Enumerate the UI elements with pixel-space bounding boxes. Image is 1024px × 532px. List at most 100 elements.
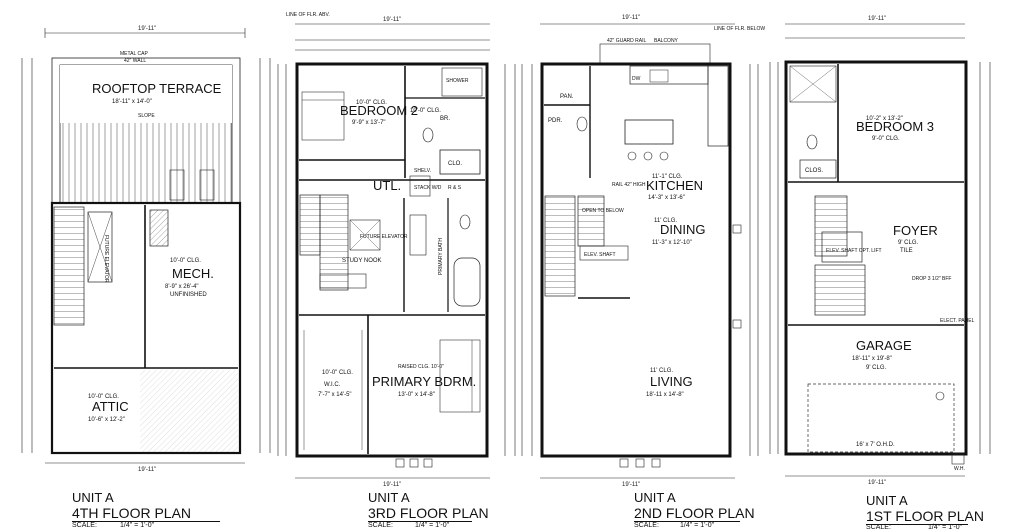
room-wic: W.I.C. [324, 382, 341, 388]
svg-text:10'-0" CLG.: 10'-0" CLG. [410, 108, 441, 114]
room-dining: DINING [660, 222, 706, 237]
room-elev-shaft: ELEV. SHAFT [584, 252, 616, 258]
plan-2nd-floor: 19'-11" LINE OF FLR. BELOW 42" GUARD RAI… [521, 15, 765, 488]
title-plan-1st: 1ST FLOOR PLAN [866, 508, 985, 524]
title-underline-4th [72, 521, 220, 522]
svg-text:9'-9" x 13'-7": 9'-9" x 13'-7" [352, 120, 386, 126]
scale-value-2nd: 1/4" = 1'-0" [680, 522, 715, 529]
svg-text:FUTURE ELEVATOR: FUTURE ELEVATOR [103, 235, 109, 283]
svg-text:13'-0" x 14'-8": 13'-0" x 14'-8" [398, 392, 435, 398]
svg-text:19'-11": 19'-11" [383, 482, 401, 488]
svg-text:SHELV.: SHELV. [414, 168, 431, 174]
svg-text:ELEV. SHAFT OPT. LIFT: ELEV. SHAFT OPT. LIFT [826, 248, 882, 254]
svg-text:19'-11": 19'-11" [622, 482, 640, 488]
room-clo: CLO. [448, 161, 462, 167]
svg-text:19'-11": 19'-11" [138, 467, 156, 473]
overall-width-dim: 19'-11" [138, 26, 156, 32]
svg-text:10'-0" CLG.: 10'-0" CLG. [356, 100, 387, 106]
room-br: BR. [440, 116, 450, 122]
room-foyer: FOYER [893, 223, 938, 238]
svg-text:FUTURE ELEVATOR: FUTURE ELEVATOR [360, 234, 408, 240]
svg-text:LINE OF FLR. ABV.: LINE OF FLR. ABV. [286, 12, 330, 18]
svg-text:19'-11": 19'-11" [868, 16, 886, 22]
scale-label-1st: SCALE: [866, 524, 891, 531]
svg-text:19'-11": 19'-11" [383, 17, 401, 23]
svg-text:9'-0" CLG.: 9'-0" CLG. [872, 136, 900, 142]
scale-label-2nd: SCALE: [634, 522, 659, 529]
svg-text:OPEN TO BELOW: OPEN TO BELOW [582, 208, 624, 214]
svg-text:9' CLG.: 9' CLG. [898, 240, 918, 246]
room-primary-bath: PRIMARY BATH [438, 238, 444, 275]
svg-text:RAIL 42" HIGH: RAIL 42" HIGH [612, 182, 646, 188]
title-plan-4th: 4TH FLOOR PLAN [72, 505, 192, 521]
svg-text:19'-11": 19'-11" [622, 15, 640, 21]
room-pdr: PDR. [548, 118, 563, 124]
scale-label-4th: SCALE: [72, 522, 97, 529]
svg-text:10'-0" CLG.: 10'-0" CLG. [322, 370, 353, 376]
plan-1st-floor: 19'-11" 10'-2" x 13'-2" BEDROOM 3 9'-0" … [769, 16, 991, 486]
title-underline-3rd [368, 521, 472, 522]
room-bedroom-3: BEDROOM 3 [856, 119, 934, 134]
svg-text:UNFINISHED: UNFINISHED [170, 292, 207, 298]
room-mech: MECH. [172, 266, 214, 281]
room-living: LIVING [650, 374, 693, 389]
title-plan-2nd: 2ND FLOOR PLAN [634, 505, 755, 521]
title-underline-1st [866, 524, 968, 525]
scale-label-3rd: SCALE: [368, 522, 393, 529]
svg-text:19'-11": 19'-11" [868, 480, 886, 486]
title-underline-2nd [634, 521, 740, 522]
room-clos: CLOS. [805, 168, 823, 174]
svg-text:42" GUARD RAIL: 42" GUARD RAIL [607, 38, 647, 44]
room-utl: UTL. [373, 178, 401, 193]
svg-text:11'-3" x 12'-10": 11'-3" x 12'-10" [652, 240, 692, 246]
plan-4th-floor: 19'-11" ROOFTOP TERRACE 18'-11" x 14'-0"… [21, 26, 271, 473]
svg-text:7'-7" x 14'-5": 7'-7" x 14'-5" [318, 392, 352, 398]
svg-text:W.H.: W.H. [954, 466, 965, 472]
svg-text:11' CLG.: 11' CLG. [654, 218, 677, 224]
svg-text:11' CLG.: 11' CLG. [650, 368, 673, 374]
svg-text:SHOWER: SHOWER [446, 78, 469, 84]
svg-text:11'-1" CLG.: 11'-1" CLG. [652, 174, 683, 180]
svg-text:BALCONY: BALCONY [654, 38, 679, 44]
svg-text:10'-0" CLG.: 10'-0" CLG. [88, 394, 119, 400]
svg-text:DW: DW [632, 76, 641, 82]
svg-text:9' CLG.: 9' CLG. [866, 365, 886, 371]
svg-text:RAISED CLG. 10'-0": RAISED CLG. 10'-0" [398, 364, 444, 370]
svg-text:42" WALL: 42" WALL [124, 58, 146, 64]
svg-text:10'-6" x 12'-2": 10'-6" x 12'-2" [88, 417, 125, 423]
scale-value-4th: 1/4" = 1'-0" [120, 522, 155, 529]
svg-text:STACK W/D: STACK W/D [414, 185, 442, 191]
room-garage: GARAGE [856, 338, 912, 353]
room-bedroom-2: BEDROOM 2 [340, 103, 418, 118]
room-rooftop-terrace-dims: 18'-11" x 14'-0" [112, 99, 152, 105]
svg-text:METAL CAP: METAL CAP [120, 51, 148, 57]
room-primary-bdrm: PRIMARY BDRM. [372, 374, 476, 389]
scale-value-1st: 1/4" = 1'-0" [928, 524, 963, 531]
svg-text:SLOPE: SLOPE [138, 113, 155, 119]
room-attic: ATTIC [92, 399, 129, 414]
title-unit-3rd: UNIT A [368, 490, 410, 505]
svg-text:TILE: TILE [900, 248, 913, 254]
svg-text:DROP 3 1/2" BFF: DROP 3 1/2" BFF [912, 276, 951, 282]
svg-text:8'-9" x 26'-4": 8'-9" x 26'-4" [165, 284, 199, 290]
svg-text:ELECT. PANEL: ELECT. PANEL [940, 318, 975, 324]
room-rooftop-terrace: ROOFTOP TERRACE [92, 81, 222, 96]
room-kitchen: KITCHEN [646, 178, 703, 193]
title-unit-4th: UNIT A [72, 490, 114, 505]
room-study-nook: STUDY NOOK [342, 258, 382, 264]
svg-text:18'-11 x 14'-8": 18'-11 x 14'-8" [646, 392, 684, 398]
room-pan: PAN. [560, 94, 574, 100]
svg-text:10'-2" x 13'-2": 10'-2" x 13'-2" [866, 116, 903, 122]
svg-text:14'-3" x 13'-6": 14'-3" x 13'-6" [648, 195, 685, 201]
svg-text:R & S: R & S [448, 185, 462, 191]
svg-text:16' x 7' O.H.D.: 16' x 7' O.H.D. [856, 442, 895, 448]
svg-text:LINE OF FLR. BELOW: LINE OF FLR. BELOW [714, 26, 765, 32]
title-plan-3rd: 3RD FLOOR PLAN [368, 505, 489, 521]
title-unit-2nd: UNIT A [634, 490, 676, 505]
plan-3rd-floor: 19'-11" LINE OF FLR. ABV. 10'-0" CLG. BE… [277, 12, 516, 488]
scale-value-3rd: 1/4" = 1'-0" [415, 522, 450, 529]
title-unit-1st: UNIT A [866, 493, 908, 508]
svg-text:10'-0" CLG.: 10'-0" CLG. [170, 258, 201, 264]
svg-text:18'-11" x 19'-8": 18'-11" x 19'-8" [852, 356, 892, 362]
